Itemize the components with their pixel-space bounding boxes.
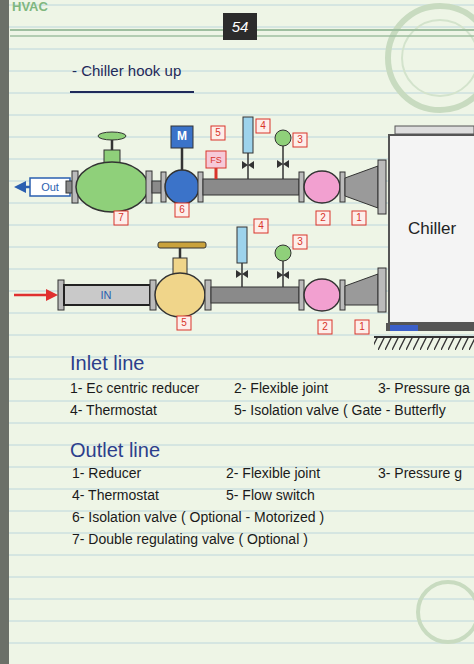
callout-frame (318, 320, 332, 334)
callout-number: 2 (320, 212, 326, 224)
callout-number: 3 (297, 134, 303, 146)
chiller-unit: Chiller (388, 134, 474, 324)
callout-frame (175, 203, 189, 217)
page-title: - Chiller hook up (72, 62, 181, 79)
section-heading: Inlet line (70, 352, 145, 375)
list-item: 6- Isolation valve ( Optional - Motorize… (72, 509, 324, 525)
list-item: 2- Flexible joint (226, 465, 320, 481)
callout-frame (254, 219, 268, 233)
callout-number: 7 (118, 212, 124, 224)
list-item: 3- Pressure ga (378, 380, 470, 396)
flow-switch-label: FS (210, 155, 222, 165)
list-item: 4- Thermostat (72, 487, 159, 503)
list-item: 1- Reducer (72, 465, 141, 481)
list-item: 7- Double regulating valve ( Optional ) (72, 531, 308, 547)
page-number: 54 (232, 18, 249, 35)
callout-frame (211, 126, 225, 140)
callout-number: 1 (359, 321, 365, 333)
callout-frame (256, 119, 270, 133)
callout-frame (293, 133, 307, 147)
callout-number: 1 (356, 212, 362, 224)
callout-number: 3 (297, 236, 303, 248)
callout-frame (352, 211, 366, 225)
list-item: 3- Pressure g (378, 465, 462, 481)
callout-number: 5 (181, 317, 187, 329)
callout-number: 2 (322, 321, 328, 333)
flow-label: Out (41, 181, 59, 194)
list-item: 1- Ec centric reducer (70, 380, 199, 396)
list-item: 4- Thermostat (70, 402, 157, 418)
section-heading: Outlet line (70, 439, 160, 462)
callout-number: 4 (260, 120, 266, 132)
list-item: 2- Flexible joint (234, 380, 328, 396)
callout-number: 6 (179, 204, 185, 216)
callout-frame (114, 211, 128, 225)
list-item: 5- Flow switch (226, 487, 315, 503)
callout-frame (316, 211, 330, 225)
unit-name: Chiller (408, 219, 456, 239)
flow-label: IN (101, 289, 112, 302)
callout-number: 5 (215, 127, 221, 139)
callout-frame (177, 316, 191, 330)
actuator-label: M (177, 130, 187, 144)
callout-number: 4 (258, 220, 264, 232)
callout-frame (293, 235, 307, 249)
header-text: HVAC (12, 0, 48, 15)
callout-frame (355, 320, 369, 334)
list-item: 5- Isolation valve ( Gate - Butterfly (234, 402, 446, 418)
